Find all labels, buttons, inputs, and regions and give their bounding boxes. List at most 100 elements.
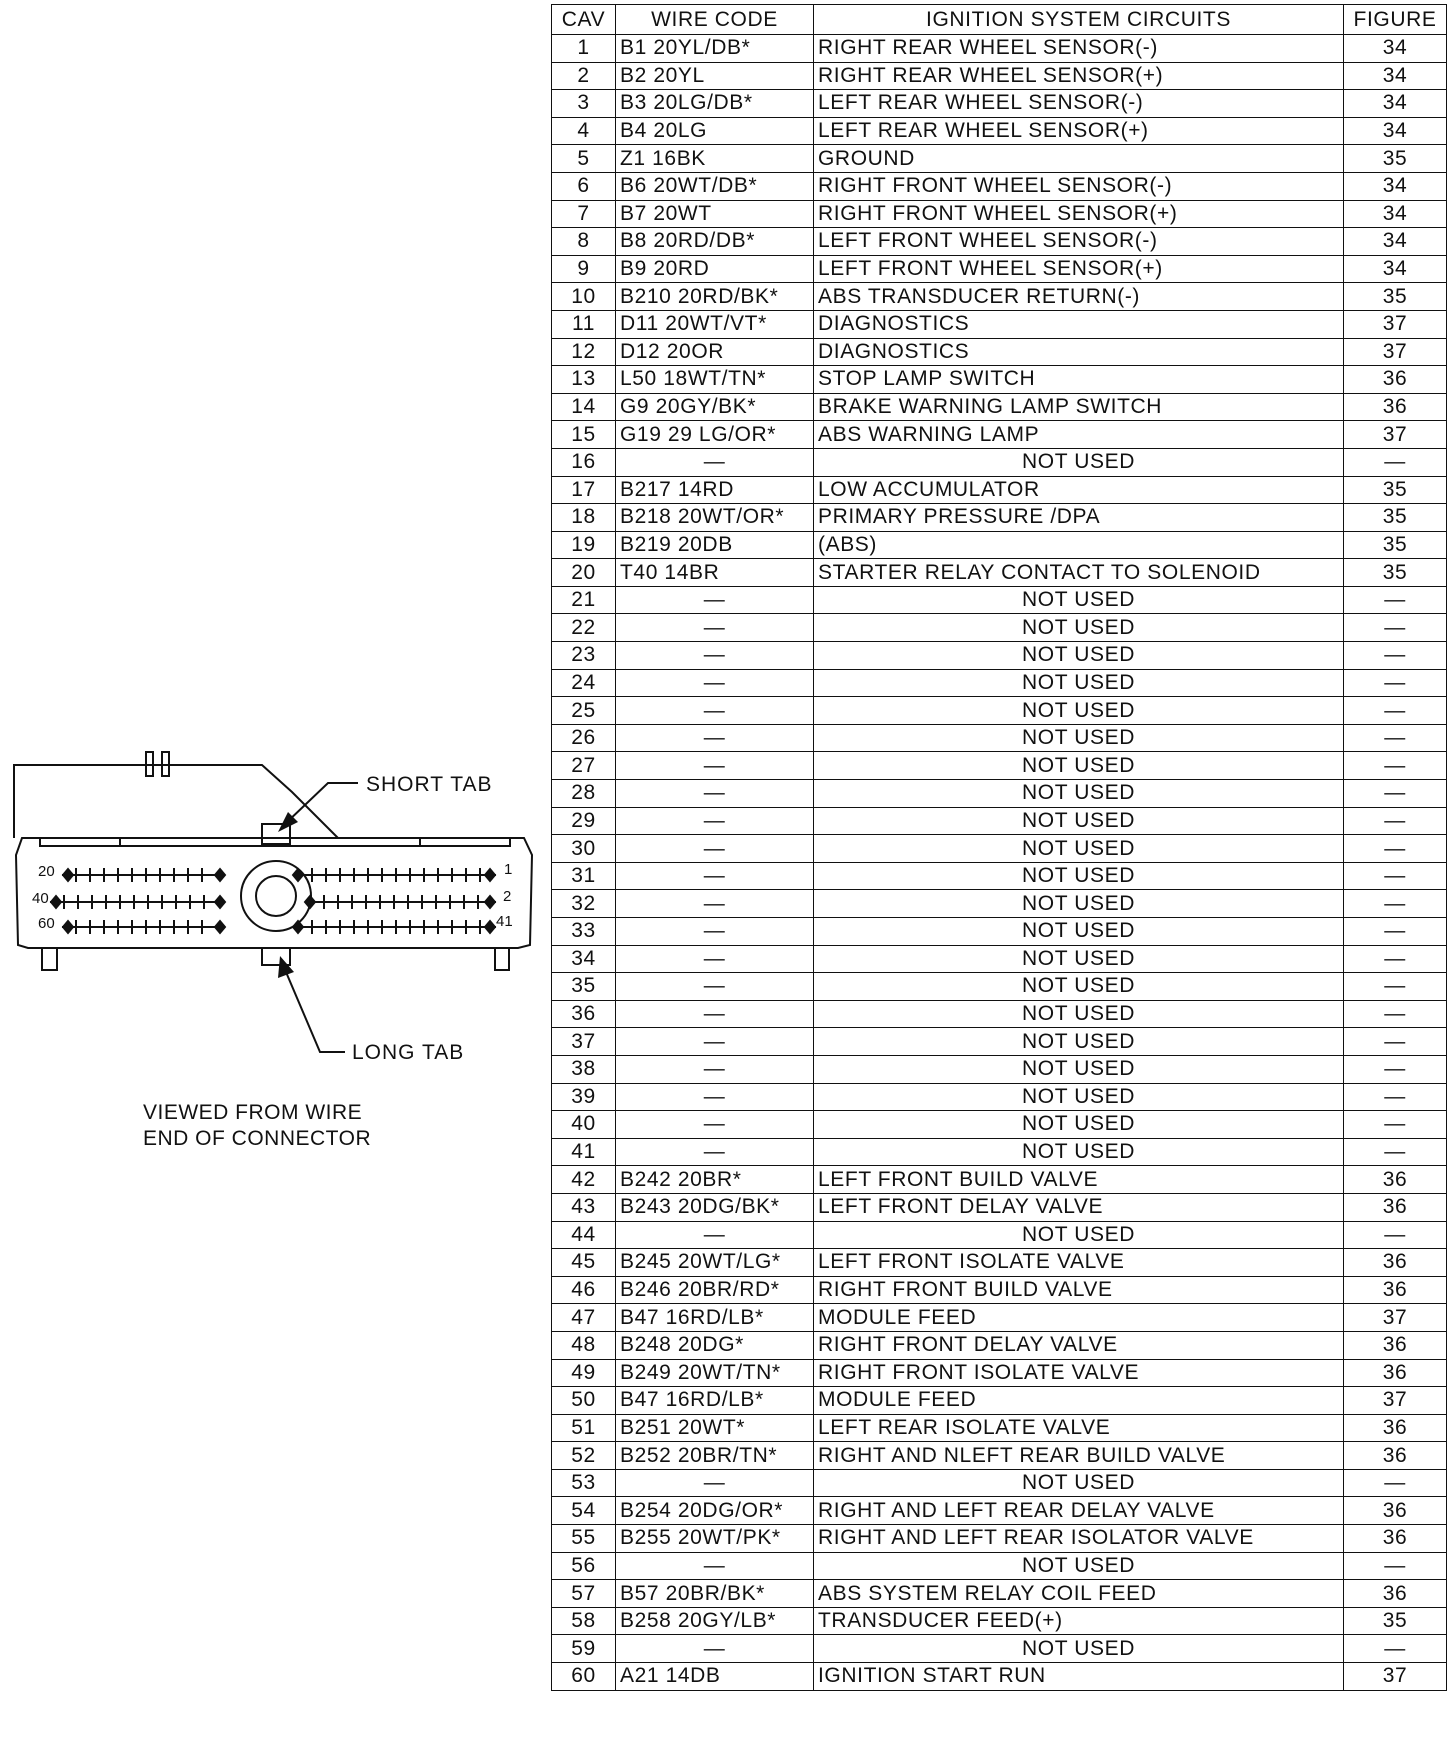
long-tab-label: LONG TAB <box>352 1041 464 1064</box>
wire-code-cell: T40 14BR <box>615 558 814 587</box>
cav-cell: 1 <box>551 34 616 63</box>
table-row: 56—NOT USED— <box>551 1551 1447 1581</box>
circuit-cell: NOT USED <box>813 1110 1344 1139</box>
cav-cell: 51 <box>551 1413 616 1443</box>
figure-cell: 36 <box>1343 365 1447 394</box>
circuit-cell: NOT USED <box>813 917 1344 946</box>
header-wire-code: WIRE CODE <box>615 4 814 35</box>
figure-cell: 34 <box>1343 61 1447 91</box>
circuit-cell: NOT USED <box>813 613 1344 643</box>
wire-code-cell: — <box>615 1220 814 1250</box>
pin-number-60: 60 <box>38 915 55 932</box>
wire-code-cell: — <box>615 944 814 974</box>
circuit-cell: RIGHT REAR WHEEL SENSOR(+) <box>813 61 1344 91</box>
cav-cell: 56 <box>551 1551 616 1581</box>
figure-cell: — <box>1343 641 1447 670</box>
table-row: 36—NOT USED— <box>551 999 1447 1029</box>
circuit-cell: NOT USED <box>813 834 1344 863</box>
figure-cell: — <box>1343 861 1447 891</box>
circuit-cell: STOP LAMP SWITCH <box>813 365 1344 394</box>
cav-cell: 28 <box>551 779 616 808</box>
cav-cell: 58 <box>551 1606 616 1636</box>
circuit-cell: LEFT FRONT WHEEL SENSOR(-) <box>813 227 1344 256</box>
diagram-caption: VIEWED FROM WIRE END OF CONNECTOR <box>143 1100 371 1152</box>
circuit-cell: BRAKE WARNING LAMP SWITCH <box>813 392 1344 422</box>
figure-cell: — <box>1343 1027 1447 1056</box>
figure-cell: 35 <box>1343 503 1447 532</box>
figure-cell: — <box>1343 1082 1447 1112</box>
cav-cell: 38 <box>551 1054 616 1084</box>
pin-rows <box>49 867 497 935</box>
cav-cell: 17 <box>551 475 616 505</box>
figure-cell: 37 <box>1343 1303 1447 1332</box>
figure-cell: 35 <box>1343 558 1447 587</box>
figure-cell: 35 <box>1343 144 1447 173</box>
wire-code-cell: — <box>615 999 814 1029</box>
table-row: 32—NOT USED— <box>551 889 1447 918</box>
wire-code-cell: B243 20DG/BK* <box>615 1192 814 1222</box>
wire-code-cell: — <box>615 696 814 725</box>
pin-number-20: 20 <box>38 863 55 880</box>
figure-cell: 34 <box>1343 227 1447 256</box>
table-row: 23—NOT USED— <box>551 641 1447 670</box>
wire-code-cell: G19 29 LG/OR* <box>615 420 814 449</box>
cav-cell: 7 <box>551 199 616 229</box>
figure-cell: — <box>1343 1634 1447 1664</box>
circuit-cell: MODULE FEED <box>813 1386 1344 1415</box>
circuit-cell: RIGHT FRONT BUILD VALVE <box>813 1275 1344 1305</box>
wire-code-cell: — <box>615 723 814 753</box>
pin-end-marker <box>213 894 227 910</box>
table-row: 53—NOT USED— <box>551 1468 1447 1498</box>
wire-code-cell: — <box>615 641 814 670</box>
circuit-cell: TRANSDUCER FEED(+) <box>813 1606 1344 1636</box>
cav-cell: 55 <box>551 1524 616 1553</box>
figure-cell: 35 <box>1343 1606 1447 1636</box>
circuit-cell: NOT USED <box>813 723 1344 753</box>
circuit-cell: ABS WARNING LAMP <box>813 420 1344 449</box>
cav-cell: 35 <box>551 972 616 1001</box>
wire-code-cell: — <box>615 1054 814 1084</box>
circuit-cell: NOT USED <box>813 779 1344 808</box>
figure-cell: 37 <box>1343 1662 1447 1691</box>
wire-code-cell: B251 20WT* <box>615 1413 814 1443</box>
figure-cell: 36 <box>1343 1165 1447 1194</box>
wire-code-cell: B1 20YL/DB* <box>615 34 814 63</box>
figure-cell: — <box>1343 1220 1447 1250</box>
circuit-cell: NOT USED <box>813 641 1344 670</box>
figure-cell: — <box>1343 1468 1447 1498</box>
figure-cell: 34 <box>1343 199 1447 229</box>
table-row: 39—NOT USED— <box>551 1082 1447 1112</box>
figure-cell: 34 <box>1343 116 1447 146</box>
wire-code-cell: B8 20RD/DB* <box>615 227 814 256</box>
table-row: 40—NOT USED— <box>551 1110 1447 1139</box>
cav-cell: 53 <box>551 1468 616 1498</box>
table-row: 22—NOT USED— <box>551 613 1447 643</box>
short-tab-label: SHORT TAB <box>366 773 492 796</box>
pin-number-2: 2 <box>503 888 511 905</box>
figure-cell: 34 <box>1343 34 1447 63</box>
wire-code-cell: B245 20WT/LG* <box>615 1248 814 1277</box>
wire-code-cell: B254 20DG/OR* <box>615 1496 814 1526</box>
wire-code-cell: — <box>615 1027 814 1056</box>
table-row: 38—NOT USED— <box>551 1054 1447 1084</box>
circuit-cell: RIGHT FRONT WHEEL SENSOR(+) <box>813 199 1344 229</box>
figure-cell: — <box>1343 696 1447 725</box>
pin-end-marker <box>303 894 317 910</box>
circuit-cell: ABS TRANSDUCER RETURN(-) <box>813 282 1344 311</box>
figure-cell: — <box>1343 889 1447 918</box>
figure-cell: 35 <box>1343 475 1447 505</box>
pin-end-marker <box>213 919 227 935</box>
circuit-cell: STARTER RELAY CONTACT TO SOLENOID <box>813 558 1344 587</box>
pin-end-marker <box>291 867 305 883</box>
figure-cell: 36 <box>1343 1579 1447 1608</box>
figure-cell: 36 <box>1343 1330 1447 1360</box>
figure-cell: 34 <box>1343 254 1447 284</box>
table-row: 31—NOT USED— <box>551 861 1447 891</box>
